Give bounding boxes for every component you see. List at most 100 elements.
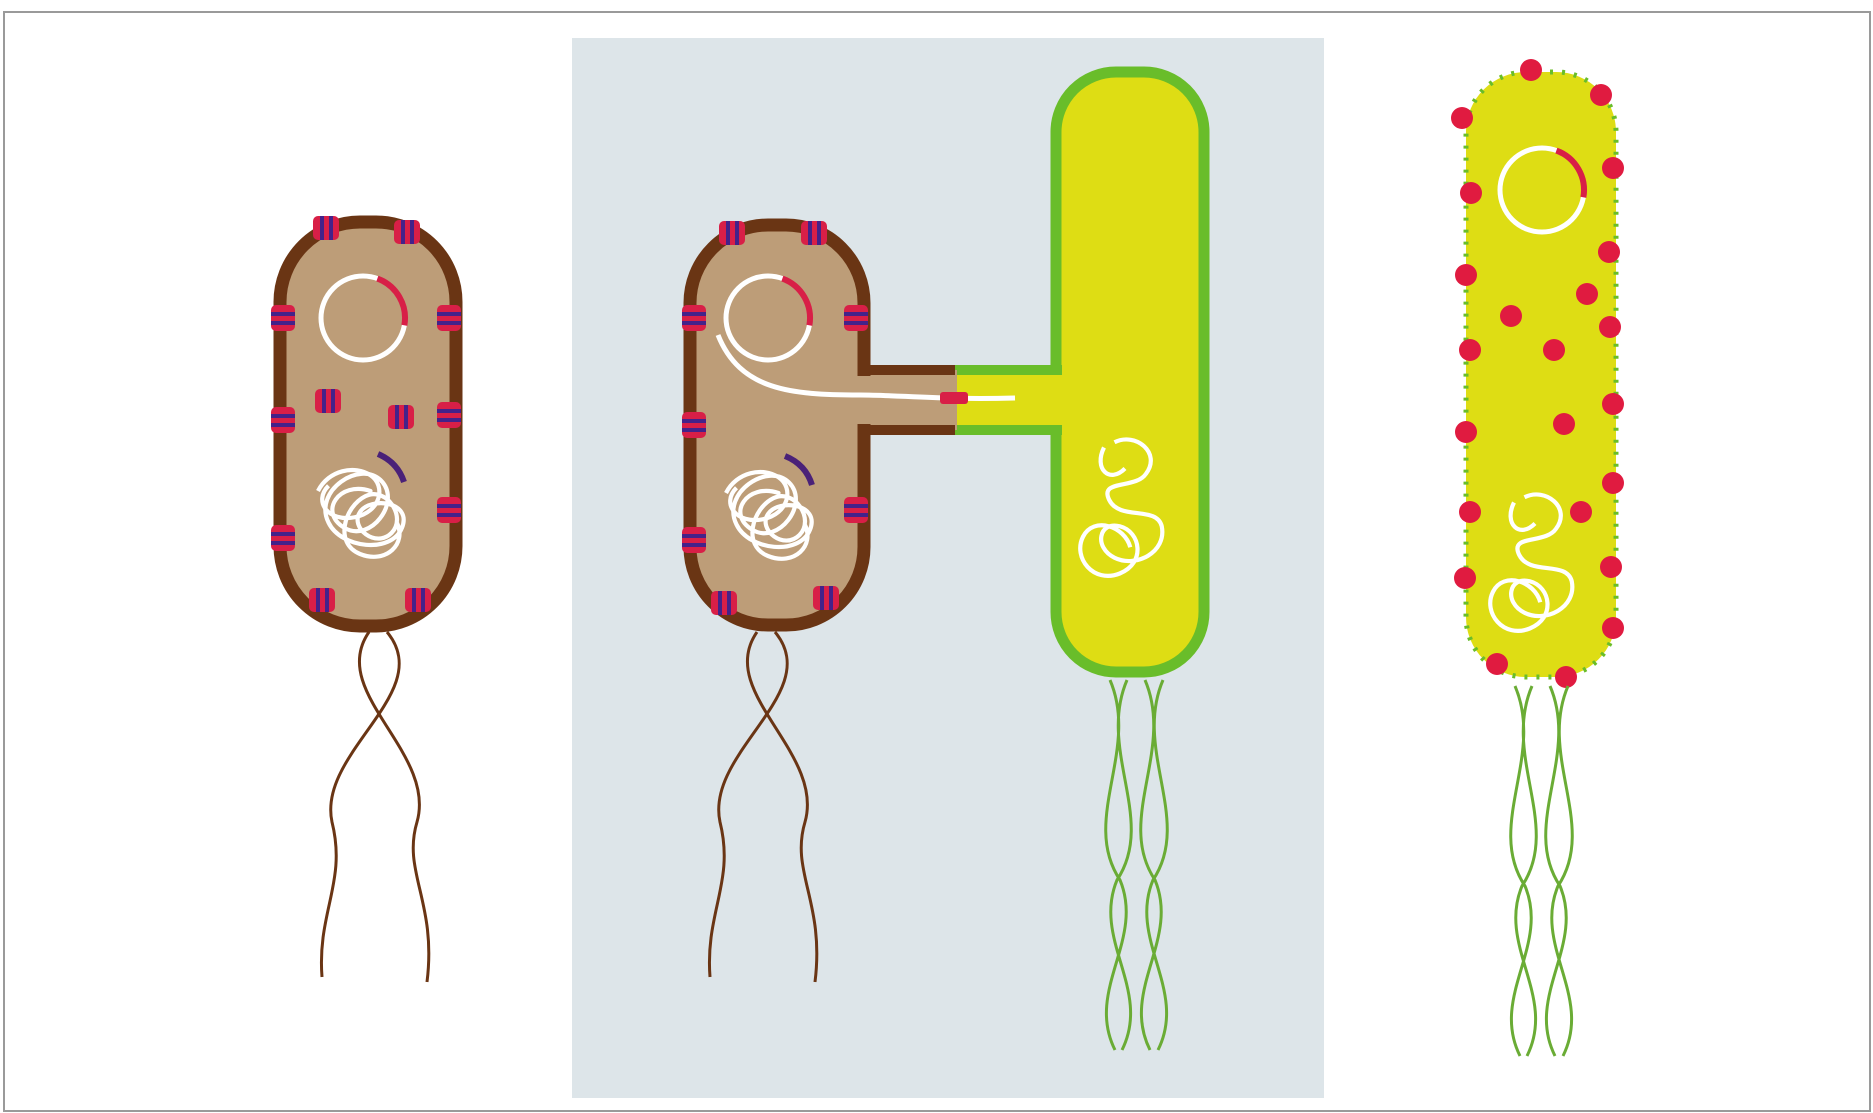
surface-protein-icon	[437, 402, 461, 428]
surface-protein-body	[313, 216, 339, 240]
expressed-protein-dot	[1459, 339, 1481, 361]
surface-protein-band	[820, 586, 824, 610]
surface-protein-body	[682, 412, 706, 438]
surface-protein-icon	[813, 586, 839, 610]
surface-protein-body	[271, 305, 295, 331]
surface-protein-body	[813, 586, 839, 610]
surface-protein-band	[329, 216, 333, 240]
expressed-protein-dot	[1555, 666, 1577, 688]
surface-protein-band	[682, 312, 706, 316]
surface-protein-icon	[682, 527, 706, 553]
expressed-protein-dot	[1460, 182, 1482, 204]
surface-protein-band	[682, 534, 706, 538]
expressed-protein-dot	[1500, 305, 1522, 327]
surface-protein-icon	[394, 220, 420, 244]
surface-protein-band	[421, 588, 425, 612]
surface-protein-body	[271, 407, 295, 433]
expressed-protein-dot	[1520, 59, 1542, 81]
expressed-protein-dot	[1570, 501, 1592, 523]
surface-protein-band	[735, 221, 739, 245]
surface-protein-band	[682, 543, 706, 547]
surface-protein-icon	[682, 305, 706, 331]
donor-cell-body	[690, 225, 864, 625]
expressed-protein-dot	[1455, 421, 1477, 443]
surface-protein-icon	[682, 412, 706, 438]
surface-protein-band	[331, 389, 335, 413]
surface-protein-band	[271, 423, 295, 427]
expressed-protein-dot	[1454, 567, 1476, 589]
surface-protein-body	[437, 402, 461, 428]
surface-protein-body	[437, 305, 461, 331]
surface-protein-band	[437, 418, 461, 422]
surface-protein-band	[727, 591, 731, 615]
donor-cell-body	[280, 222, 456, 626]
surface-protein-body	[711, 591, 737, 615]
surface-protein-band	[316, 588, 320, 612]
surface-protein-body	[309, 588, 335, 612]
surface-protein-band	[726, 221, 730, 245]
surface-protein-band	[682, 428, 706, 432]
surface-protein-icon	[271, 407, 295, 433]
surface-protein-band	[844, 321, 868, 325]
surface-protein-band	[271, 541, 295, 545]
surface-protein-icon	[405, 588, 431, 612]
expressed-protein-dot	[1602, 393, 1624, 415]
surface-protein-band	[817, 221, 821, 245]
surface-protein-body	[394, 220, 420, 244]
surface-protein-body	[437, 497, 461, 523]
expressed-protein-dot	[1486, 653, 1508, 675]
pilus-opening	[855, 376, 875, 424]
surface-protein-body	[388, 405, 414, 429]
surface-protein-icon	[437, 497, 461, 523]
expressed-protein-dot	[1590, 84, 1612, 106]
surface-protein-icon	[437, 305, 461, 331]
surface-protein-band	[829, 586, 833, 610]
expressed-protein-dot	[1459, 501, 1481, 523]
surface-protein-band	[437, 504, 461, 508]
surface-protein-band	[325, 588, 329, 612]
surface-protein-icon	[801, 221, 827, 245]
surface-protein-body	[801, 221, 827, 245]
surface-protein-icon	[315, 389, 341, 413]
surface-protein-band	[271, 414, 295, 418]
surface-protein-body	[682, 527, 706, 553]
surface-protein-icon	[271, 305, 295, 331]
surface-protein-band	[271, 321, 295, 325]
transferring-gene-marker	[940, 392, 968, 404]
surface-protein-body	[844, 497, 868, 523]
expressed-protein-dot	[1598, 241, 1620, 263]
surface-protein-band	[682, 321, 706, 325]
surface-protein-body	[682, 305, 706, 331]
surface-protein-band	[437, 321, 461, 325]
surface-protein-band	[395, 405, 399, 429]
expressed-protein-dot	[1599, 316, 1621, 338]
surface-protein-icon	[711, 591, 737, 615]
expressed-protein-dot	[1451, 107, 1473, 129]
surface-protein-icon	[309, 588, 335, 612]
surface-protein-band	[320, 216, 324, 240]
expressed-protein-dot	[1455, 264, 1477, 286]
surface-protein-icon	[313, 216, 339, 240]
expressed-protein-dot	[1553, 413, 1575, 435]
surface-protein-body	[315, 389, 341, 413]
surface-protein-icon	[844, 497, 868, 523]
recipient-cell-body	[1056, 72, 1204, 672]
surface-protein-band	[718, 591, 722, 615]
surface-protein-body	[719, 221, 745, 245]
surface-protein-band	[322, 389, 326, 413]
surface-protein-icon	[271, 525, 295, 551]
surface-protein-band	[844, 513, 868, 517]
surface-protein-band	[404, 405, 408, 429]
surface-protein-body	[271, 525, 295, 551]
surface-protein-band	[437, 312, 461, 316]
expressed-protein-dot	[1543, 339, 1565, 361]
surface-protein-band	[682, 419, 706, 423]
surface-protein-band	[271, 312, 295, 316]
expressed-protein-dot	[1602, 472, 1624, 494]
expressed-protein-dot	[1602, 617, 1624, 639]
surface-protein-band	[437, 513, 461, 517]
expressed-protein-dot	[1576, 283, 1598, 305]
surface-protein-body	[844, 305, 868, 331]
surface-protein-body	[405, 588, 431, 612]
